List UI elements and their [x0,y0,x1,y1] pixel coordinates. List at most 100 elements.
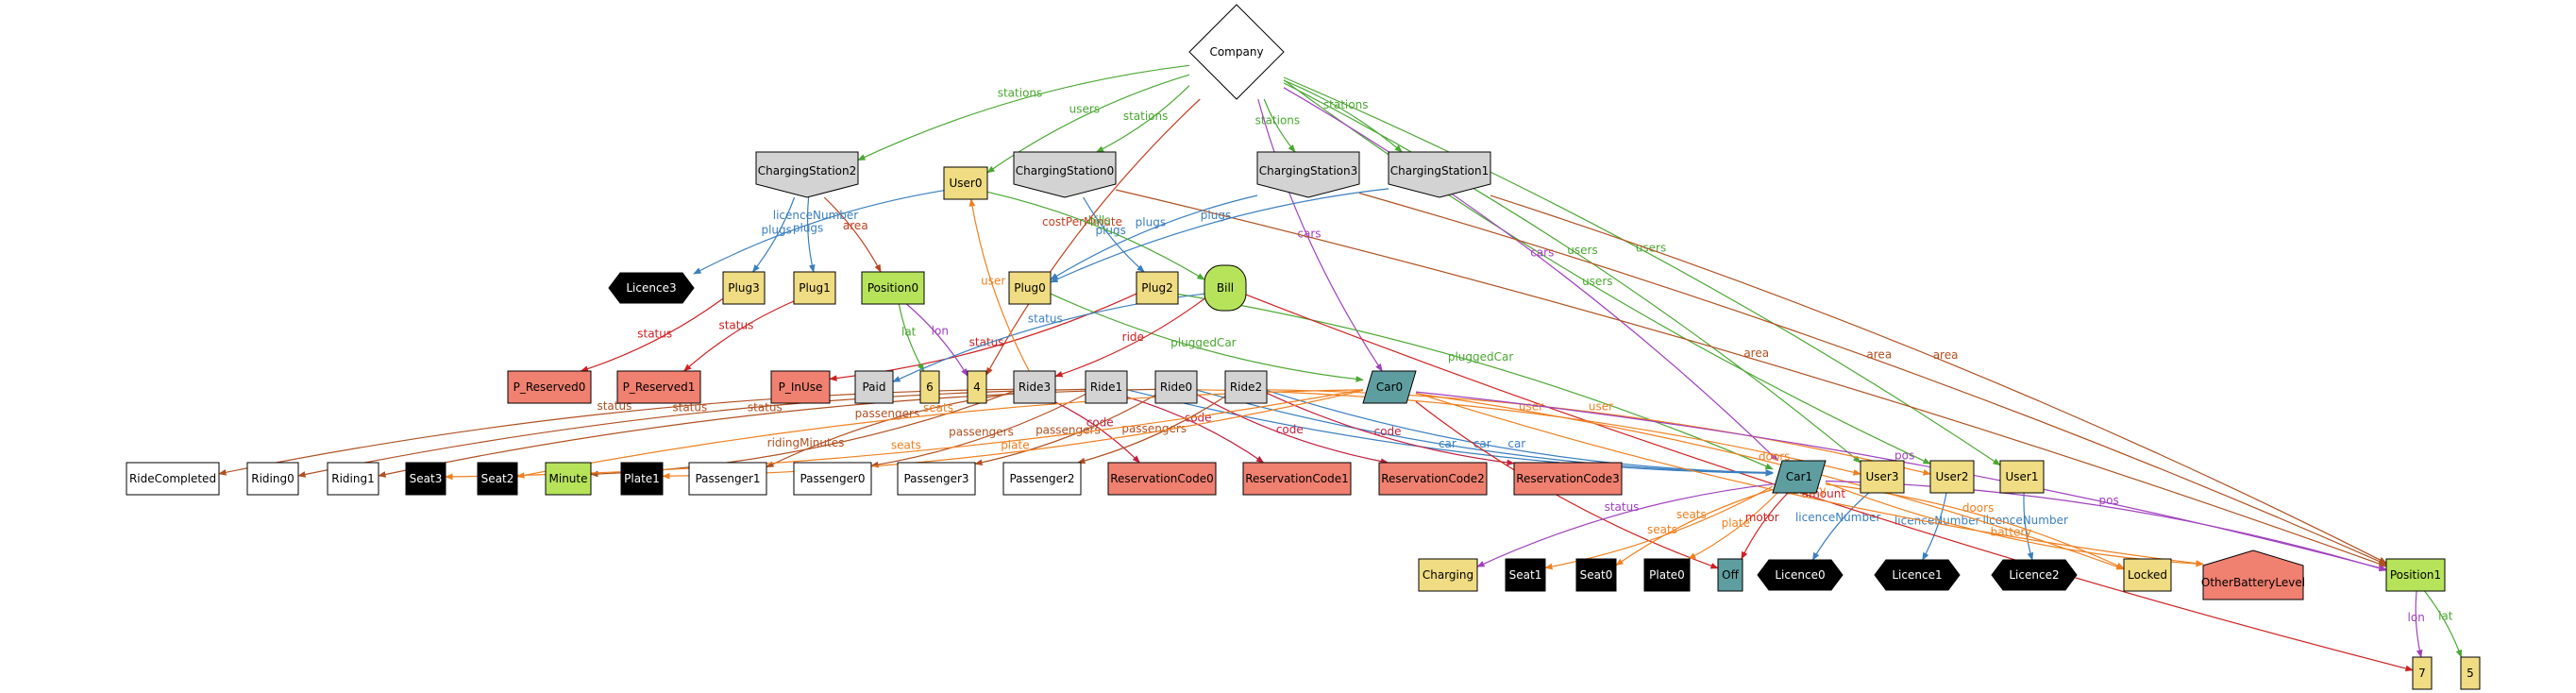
edge-position0-to-n4: lon [906,303,968,377]
node-label: Ride1 [1090,380,1122,394]
edge-company-to-user2: users [1283,79,1931,465]
edge-position0-to-n6: lat [898,303,925,372]
edge-label: costPerMinute [1042,215,1122,228]
node-charging[interactable]: Charging [1418,558,1478,592]
node-user3[interactable]: User3 [1860,460,1905,494]
node-p-reserved1[interactable]: P_Reserved1 [616,370,701,404]
node-passenger3[interactable]: Passenger3 [897,462,976,496]
edge-charging-station3-to-plug0: plugs [1050,194,1258,280]
node-plug1[interactable]: Plug1 [793,271,836,305]
node-shape [477,462,518,496]
node-label: Locked [2128,568,2167,582]
node-plug2[interactable]: Plug2 [1136,271,1179,305]
node-ride3[interactable]: Ride3 [1013,370,1056,404]
node-shape [897,462,976,496]
node-plate1[interactable]: Plate1 [620,462,664,496]
node-label: 4 [973,380,981,394]
edge-line [693,190,945,275]
node-label: Off [1722,568,1739,582]
edge-company-to-charging-station1: stations [1283,79,1403,153]
node-shape [793,462,872,496]
edge-line [1415,391,2387,571]
node-licence3[interactable]: Licence3 [608,272,695,304]
node-car0[interactable]: Car0 [1362,370,1417,404]
node-ride2[interactable]: Ride2 [1224,370,1268,404]
node-seat0[interactable]: Seat0 [1575,558,1617,592]
node-company[interactable]: Company [1188,4,1285,100]
node-paid[interactable]: Paid [854,370,894,404]
node-ride1[interactable]: Ride1 [1085,370,1128,404]
edge-line [906,303,968,377]
node-charging-station0[interactable]: ChargingStation0 [1013,151,1117,198]
node-plug3[interactable]: Plug3 [722,271,766,305]
edge-charging-station1-to-position1: area [1490,194,2387,564]
edge-line [1283,76,2001,466]
edge-line [580,297,724,372]
node-n5[interactable]: 5 [2460,656,2481,690]
node-position0[interactable]: Position0 [861,271,925,305]
node-reservation-code2[interactable]: ReservationCode2 [1378,462,1488,496]
node-licence1[interactable]: Licence1 [1874,559,1961,591]
node-shape [1717,558,1743,592]
node-shape [1224,370,1268,404]
node-ride-completed[interactable]: RideCompleted [126,462,220,496]
edge-ride0-to-passenger3: passengers [974,394,1156,466]
node-shape [1418,558,1478,592]
edge-line [1415,392,2204,566]
edge-label: seats [1676,508,1707,521]
node-label: Plate1 [624,472,660,485]
node-riding0[interactable]: Riding0 [246,462,299,496]
edge-label: code [1374,425,1402,438]
node-reservation-code0[interactable]: ReservationCode0 [1107,462,1217,496]
node-user1[interactable]: User1 [1999,460,2045,494]
node-minute[interactable]: Minute [545,462,592,496]
node-seat1[interactable]: Seat1 [1505,558,1546,592]
node-locked[interactable]: Locked [2123,558,2172,592]
node-off[interactable]: Off [1717,558,1743,592]
node-passenger2[interactable]: Passenger2 [1002,462,1082,496]
node-ride0[interactable]: Ride0 [1154,370,1198,404]
node-shape [1242,462,1352,496]
node-other-battery-level[interactable]: OtherBatteryLevel [2201,549,2305,600]
node-charging-station1[interactable]: ChargingStation1 [1388,151,1491,198]
edge-label: area [1866,347,1892,361]
node-label: Plug3 [728,281,759,295]
node-charging-station3[interactable]: ChargingStation3 [1256,151,1360,198]
node-reservation-code3[interactable]: ReservationCode3 [1513,462,1623,496]
node-seat2[interactable]: Seat2 [477,462,518,496]
node-shape [1643,558,1691,592]
edge-label: plugs [793,222,823,235]
node-label: ChargingStation3 [1259,164,1358,177]
node-user2[interactable]: User2 [1929,460,1975,494]
node-car1[interactable]: Car1 [1772,460,1827,494]
node-seat3[interactable]: Seat3 [405,462,446,496]
node-plate0[interactable]: Plate0 [1643,558,1691,592]
node-label: OtherBatteryLevel [2201,576,2305,589]
edge-charging-station1-to-plug0: plugs [1050,188,1389,283]
node-passenger1[interactable]: Passenger1 [688,462,767,496]
node-shape [1085,370,1128,404]
node-n6[interactable]: 6 [919,370,940,404]
node-licence0[interactable]: Licence0 [1757,559,1844,591]
edge-label: user [1519,400,1543,414]
node-bill[interactable]: Bill [1204,264,1247,312]
node-p-reserved0[interactable]: P_Reserved0 [507,370,592,404]
node-passenger0[interactable]: Passenger0 [793,462,872,496]
edge-line [1283,79,1403,153]
edge-line [2415,590,2423,658]
node-charging-station2[interactable]: ChargingStation2 [755,151,859,198]
node-licence2[interactable]: Licence2 [1991,559,2078,591]
node-n7[interactable]: 7 [2412,656,2433,690]
edge-label: area [843,219,868,232]
node-plug0[interactable]: Plug0 [1008,271,1052,305]
node-user0[interactable]: User0 [943,166,988,200]
node-p-in-use[interactable]: P_InUse [770,370,831,404]
edge-line [1476,483,1774,567]
node-position1[interactable]: Position1 [2385,558,2446,592]
node-n4[interactable]: 4 [967,370,987,404]
node-riding1[interactable]: Riding1 [327,462,379,496]
edge-label: doors [1759,450,1791,464]
node-reservation-code1[interactable]: ReservationCode1 [1242,462,1352,496]
edge-line [1050,293,1364,382]
